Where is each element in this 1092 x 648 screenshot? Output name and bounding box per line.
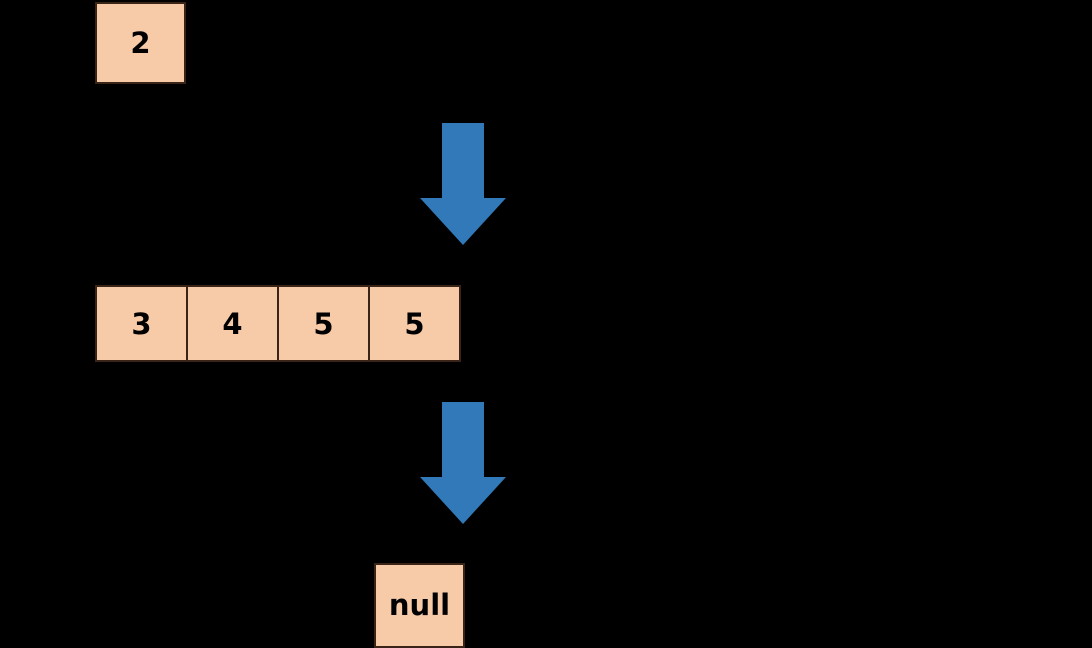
- array-cell: 4: [186, 285, 279, 362]
- head-node-label: 2: [130, 25, 151, 60]
- array-cell-label: 3: [131, 306, 152, 341]
- tail-null-node-label: null: [388, 588, 451, 622]
- head-node-box: 2: [95, 2, 186, 84]
- array-cell-label: 5: [404, 306, 425, 341]
- array-cell-label: 4: [222, 306, 243, 341]
- array-cell: 3: [95, 285, 188, 362]
- array-row: 3 4 5 5: [95, 285, 461, 362]
- down-arrow-icon: [420, 123, 506, 245]
- array-cell: 5: [277, 285, 370, 362]
- tail-null-node-box: null: [374, 563, 465, 648]
- array-cell: 5: [368, 285, 461, 362]
- array-cell-label: 5: [313, 306, 334, 341]
- down-arrow-icon: [420, 402, 506, 524]
